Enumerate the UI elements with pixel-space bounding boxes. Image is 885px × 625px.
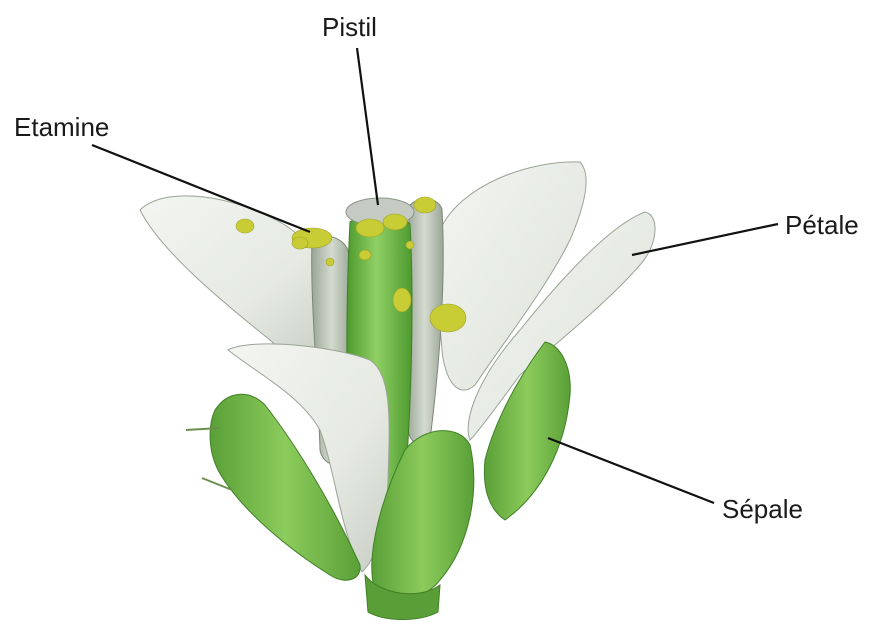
leader-line-pistil: [357, 48, 378, 205]
leader-line-sepale: [548, 438, 714, 503]
label-etamine: Etamine: [14, 114, 109, 140]
petal-back-left: [140, 196, 336, 360]
label-sepale: Sépale: [722, 496, 803, 522]
label-pistil: Pistil: [322, 14, 377, 40]
label-petale: Pétale: [785, 212, 859, 238]
